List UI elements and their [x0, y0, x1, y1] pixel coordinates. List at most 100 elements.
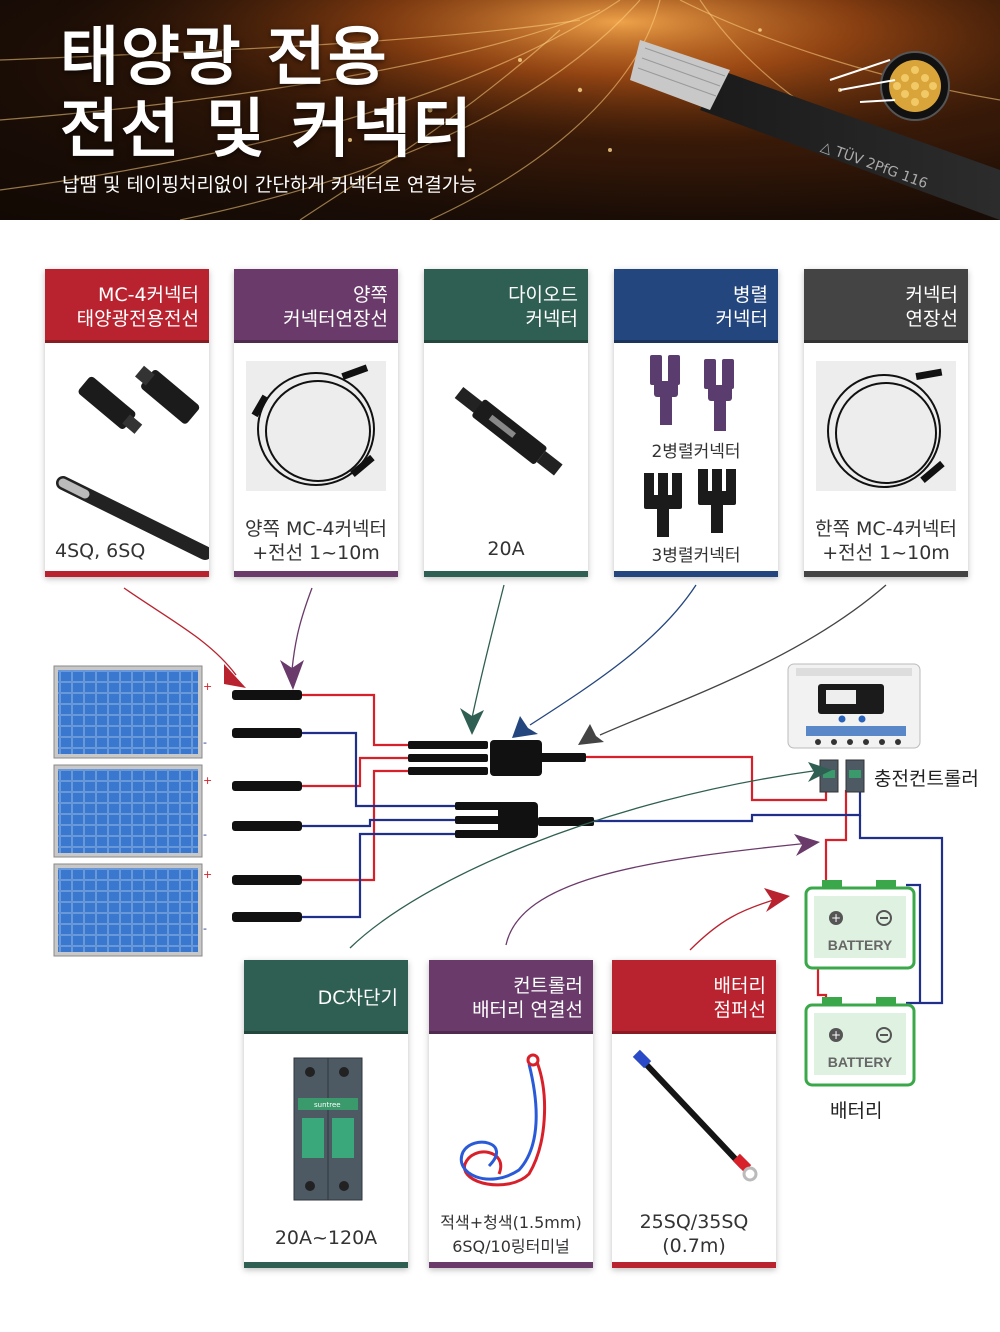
- banner-subtitle: 납땜 및 테이핑처리없이 간단하게 커넥터로 연결가능: [62, 174, 477, 196]
- battery-2-text: BATTERY: [828, 1054, 893, 1070]
- panel-minus-3: -: [203, 922, 207, 935]
- card-title-line1: 컨트롤러: [513, 975, 583, 997]
- card-mc4-cable-head: MC-4커넥터 태양광전용전선: [45, 269, 209, 343]
- card-parallel-connector: 병렬 커넥터 2병렬커넥터 3병렬커넥터: [614, 269, 778, 577]
- card-footer: [424, 571, 588, 577]
- card-caption-line1: 한쪽 MC-4커넥터: [814, 518, 958, 540]
- banner-background: △ TÜV 2PfG 116: [0, 0, 1000, 220]
- card-title-line2: 점퍼선: [713, 999, 766, 1021]
- card-title-line2: 커넥터: [525, 308, 578, 330]
- card-mc4-cable-body: 4SQ, 6SQ: [45, 343, 212, 577]
- cable-cross-section-icon: [829, 51, 950, 121]
- card-caption-line1: 25SQ/35SQ: [639, 1211, 749, 1233]
- breaker-brand: suntree: [314, 1101, 341, 1109]
- card-title-line1: 커넥터: [905, 284, 958, 306]
- card-battery-jumper-head: 배터리 점퍼선: [612, 960, 776, 1034]
- card-caption: 4SQ, 6SQ: [55, 540, 146, 562]
- card-diode-connector-head: 다이오드 커넥터: [424, 269, 588, 343]
- card-caption-line2: +전선 1~10m: [822, 542, 950, 564]
- card-footer: [234, 571, 398, 577]
- banner-title-line1: 태양광 전용: [60, 21, 389, 95]
- mc4-connectors: [232, 690, 302, 922]
- card-caption: 20A~120A: [274, 1227, 378, 1249]
- dc-breaker-mini: [819, 759, 865, 793]
- card-caption-line2: (0.7m): [662, 1235, 726, 1257]
- card-footer: [45, 571, 209, 577]
- card-footer: [429, 1262, 593, 1268]
- card-controller-battery-cable-body: 적색+청색(1.5mm) 6SQ/10링터미널: [429, 1034, 593, 1268]
- card-footer: [612, 1262, 776, 1268]
- solar-panel-1: [53, 665, 203, 759]
- battery-label: 배터리: [830, 1100, 883, 1122]
- card-dc-breaker-body: suntree 20A~120A: [244, 1034, 408, 1268]
- card-caption-line2: +전선 1~10m: [252, 542, 380, 564]
- card-title-line1: 병렬: [733, 284, 768, 306]
- card-inner-label: 2병렬커넥터: [651, 442, 741, 462]
- card-title: DC차단기: [317, 987, 398, 1009]
- negative-wires: [300, 731, 944, 1005]
- card-extension-one: 커넥터 연장선 한쪽 MC-4커넥터 +전선 1~10m: [804, 269, 968, 577]
- card-controller-battery-cable-head: 컨트롤러 배터리 연결선: [429, 960, 593, 1034]
- diode-and-parallel-connectors: [408, 740, 594, 838]
- card-title-line1: 배터리: [713, 975, 766, 997]
- card-title-line2: 커넥터연장선: [283, 308, 388, 330]
- card-controller-battery-cable: 컨트롤러 배터리 연결선 적색+청색(1.5mm) 6SQ/10링터미널: [429, 960, 593, 1268]
- diode-connector-icon: [454, 386, 563, 476]
- solar-panel-3: [53, 863, 203, 957]
- card-title-line1: 양쪽: [353, 284, 388, 306]
- panel-plus-1: +: [203, 680, 212, 693]
- arrow-heads: [224, 660, 832, 912]
- card-caption-line2: 6SQ/10링터미널: [452, 1237, 570, 1256]
- card-dc-breaker-head: DC차단기: [244, 960, 408, 1034]
- card-footer: [244, 1262, 408, 1268]
- card-parallel-connector-body: 2병렬커넥터 3병렬커넥터: [614, 343, 778, 577]
- red-blue-cable-icon: [459, 1053, 546, 1187]
- card-title-line1: 다이오드: [508, 284, 578, 306]
- panel-minus-2: -: [203, 828, 207, 841]
- card-dc-breaker: DC차단기 suntree 20A~120A: [244, 960, 408, 1268]
- parallel-connector-icon: [644, 355, 736, 537]
- card-extension-one-head: 커넥터 연장선: [804, 269, 968, 343]
- panel-plus-2: +: [203, 774, 212, 787]
- card-extension-both: 양쪽 커넥터연장선 양쪽 MC-4커넥터 +전선 1~10m: [234, 269, 398, 577]
- card-title-line2: 배터리 연결선: [472, 999, 583, 1021]
- card-parallel-connector-head: 병렬 커넥터: [614, 269, 778, 343]
- pointer-arrows: [123, 584, 887, 951]
- battery-1-text: BATTERY: [828, 937, 893, 953]
- solar-panel-2: [53, 764, 203, 858]
- card-caption: 3병렬커넥터: [651, 546, 741, 566]
- extension-cable-one-icon: [816, 361, 956, 491]
- card-title-line2: 연장선: [905, 308, 958, 330]
- card-title-line1: MC-4커넥터: [97, 284, 199, 306]
- card-extension-both-body: 양쪽 MC-4커넥터 +전선 1~10m: [234, 343, 398, 577]
- banner-title-line2: 전선 및 커넥터: [60, 93, 474, 167]
- jumper-cable-icon: [632, 1049, 758, 1182]
- card-footer: [614, 571, 778, 577]
- card-title-line2: 커넥터: [715, 308, 768, 330]
- hero-banner: △ TÜV 2PfG 116 태양광 전용 전선 및 커넥터 납땜 및 테이핑처…: [0, 0, 1000, 220]
- card-extension-one-body: 한쪽 MC-4커넥터 +전선 1~10m: [804, 343, 968, 577]
- card-battery-jumper-body: 25SQ/35SQ (0.7m): [612, 1034, 776, 1268]
- battery-1: + BATTERY: [804, 880, 916, 970]
- banner-title: 태양광 전용 전선 및 커넥터: [60, 22, 474, 166]
- panel-plus-3: +: [203, 868, 212, 881]
- svg-text:+: +: [831, 911, 841, 925]
- card-footer: [804, 571, 968, 577]
- card-mc4-cable: MC-4커넥터 태양광전용전선 4SQ, 6SQ: [45, 269, 212, 577]
- card-diode-connector-body: 20A: [424, 343, 588, 577]
- card-diode-connector: 다이오드 커넥터 20A: [424, 269, 588, 577]
- svg-text:+: +: [831, 1028, 841, 1042]
- extension-cable-icon: [246, 361, 386, 491]
- card-caption: 20A: [487, 538, 525, 560]
- card-caption-line1: 적색+청색(1.5mm): [440, 1213, 582, 1232]
- panel-minus-1: -: [203, 736, 207, 749]
- battery-2: + BATTERY: [804, 997, 916, 1087]
- card-battery-jumper: 배터리 점퍼선 25SQ/35SQ (0.7m): [612, 960, 776, 1268]
- card-extension-both-head: 양쪽 커넥터연장선: [234, 269, 398, 343]
- controller-label: 충전컨트롤러: [874, 768, 979, 790]
- dc-breaker-icon: suntree: [293, 1057, 363, 1201]
- positive-wires: [300, 693, 848, 1005]
- card-title-line2: 태양광전용전선: [76, 308, 199, 330]
- mc4-connector-icon: [56, 365, 212, 560]
